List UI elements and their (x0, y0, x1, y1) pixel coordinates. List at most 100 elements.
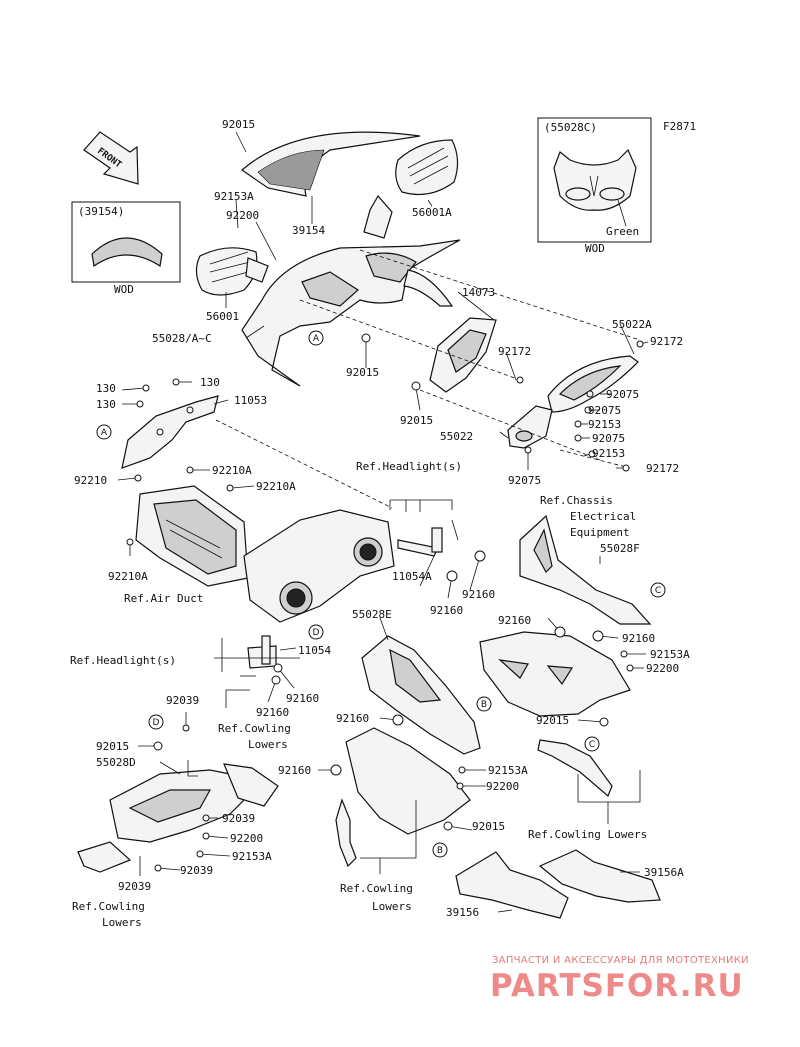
side-panel-center (335, 727, 471, 868)
part-label: 92160 (498, 614, 531, 627)
part-label: 92172 (498, 345, 531, 358)
ref-chassis: Ref.Chassis (540, 494, 613, 507)
part-label: 92075 (588, 404, 621, 417)
part-label: 92200 (486, 780, 519, 793)
ref-cowling-lowers: Lowers (102, 916, 142, 929)
part-label: 92172 (646, 462, 679, 475)
ref-cowling-lowers: Ref.Cowling (218, 722, 291, 735)
callout-c-1: C (650, 582, 666, 598)
inset-55028c-color: Green (606, 225, 639, 238)
part-label: 92153 (588, 418, 621, 431)
side-panel-right (479, 631, 631, 798)
callout-d-2: D (148, 714, 164, 730)
stay-11053 (121, 395, 219, 469)
svg-text:A: A (101, 428, 108, 438)
part-label: 92075 (508, 474, 541, 487)
part-label: 92015 (346, 366, 379, 379)
part-labels: 92015 92153A 92200 39154 56001A 56001 55… (74, 118, 690, 919)
part-label: 92160 (462, 588, 495, 601)
part-label: 92200 (226, 209, 259, 222)
ref-headlight: Ref.Headlight(s) (356, 460, 462, 473)
part-label: 92153A (650, 648, 690, 661)
callout-b-1: B (476, 696, 492, 712)
part-label: 92015 (400, 414, 433, 427)
front-arrow-icon: FRONT (83, 131, 139, 185)
part-label: 92015 (536, 714, 569, 727)
svg-text:C: C (589, 740, 595, 750)
callout-d-1: D (308, 624, 324, 640)
watermark-tagline: ЗАПЧАСТИ И АКСЕССУАРЫ ДЛЯ МОТОТЕХНИКИ (492, 955, 749, 966)
svg-text:B: B (481, 700, 487, 710)
svg-text:C: C (655, 586, 661, 596)
part-label: 55028E (352, 608, 392, 621)
diagram-code: F2871 (663, 120, 696, 133)
cover-55022a (547, 355, 639, 413)
part-label: 92015 (96, 740, 129, 753)
part-label: 92015 (472, 820, 505, 833)
bracket-55022 (507, 405, 553, 449)
upper-cowl-55028 (241, 239, 461, 387)
part-label: 11054A (392, 570, 432, 583)
part-label: 92039 (118, 880, 151, 893)
part-label: 39154 (292, 224, 325, 237)
part-label: 92160 (278, 764, 311, 777)
part-label: 92160 (430, 604, 463, 617)
cowling-ref-bracket (360, 800, 417, 874)
part-label: 11054 (298, 644, 331, 657)
part-label: 55028D (96, 756, 136, 769)
ref-cowling-lowers: Ref.Cowling Lowers (528, 828, 647, 841)
part-label: 92160 (256, 706, 289, 719)
part-label: 56001A (412, 206, 452, 219)
part-label: 92210 (74, 474, 107, 487)
part-label: 92075 (592, 432, 625, 445)
cowling-ref-bracket (225, 689, 250, 708)
part-label: 92160 (286, 692, 319, 705)
svg-text:B: B (437, 846, 443, 856)
part-label: 130 (96, 382, 116, 395)
headlight-assembly (243, 509, 395, 623)
ref-line (215, 419, 393, 509)
side-cowl-55028f (519, 514, 652, 625)
callout-b-2: B (432, 842, 448, 858)
part-label: 92153A (232, 850, 272, 863)
inset-55028c: (55028C) Green WOD (537, 117, 652, 255)
watermark-brand: PARTSFOR.RU (490, 968, 744, 1004)
inset-39154: (39154) WOD (71, 201, 181, 296)
fasteners (126, 333, 644, 872)
part-label: 55028/A~C (152, 332, 212, 345)
inner-panel-14073 (429, 317, 497, 393)
ref-line (359, 249, 641, 341)
ref-cowling-lowers: Lowers (248, 738, 288, 751)
bracket-11054 (240, 635, 277, 677)
part-label: 55022 (440, 430, 473, 443)
part-label: 92200 (646, 662, 679, 675)
part-label: 92039 (222, 812, 255, 825)
reference-labels: Ref.Headlight(s) Ref.Headlight(s) Ref.Ai… (70, 460, 647, 929)
cowling-ref-bracket (577, 770, 641, 824)
part-label: 92153A (214, 190, 254, 203)
part-label: 92200 (230, 832, 263, 845)
part-label: 130 (96, 398, 116, 411)
part-label: 92160 (622, 632, 655, 645)
headlight-ref-bracket (389, 499, 453, 512)
side-cowl-55028e (361, 635, 481, 755)
part-label: 92039 (166, 694, 199, 707)
part-label: 92210A (256, 480, 296, 493)
callout-a-2: A (96, 424, 112, 440)
part-label: 92039 (180, 864, 213, 877)
ref-air-duct: Ref.Air Duct (124, 592, 203, 605)
part-label: 92160 (336, 712, 369, 725)
bracket-11054a (397, 519, 459, 557)
mirror-56001 (195, 247, 269, 296)
ref-cowling-lowers: Ref.Cowling (340, 882, 413, 895)
ref-line (559, 449, 631, 469)
inset-55028c-part: (55028C) (544, 121, 597, 134)
part-label: 92172 (650, 335, 683, 348)
inset-55028c-caption: WOD (585, 242, 605, 255)
part-label: 92153 (592, 447, 625, 460)
part-label: 14073 (462, 286, 495, 299)
part-label: 130 (200, 376, 220, 389)
inset-39154-caption: WOD (114, 283, 134, 296)
watermark: ЗАПЧАСТИ И АКСЕССУАРЫ ДЛЯ МОТОТЕХНИКИ PA… (490, 955, 749, 1004)
